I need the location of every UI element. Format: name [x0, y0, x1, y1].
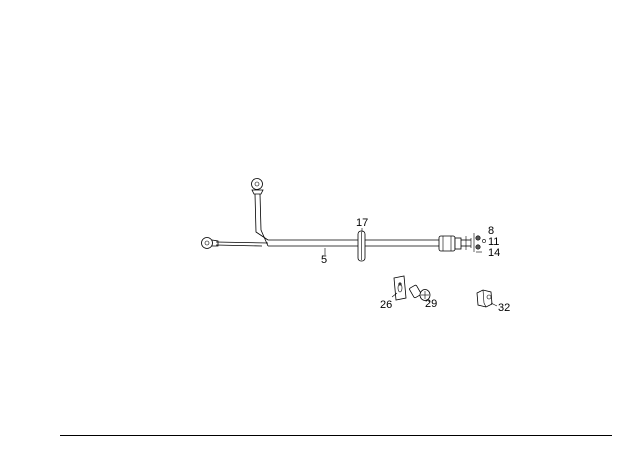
- clip-32: [476, 289, 493, 308]
- small-parts-8-11-14: [473, 233, 486, 253]
- callout-29: 29: [425, 298, 437, 310]
- leader-lines: [324, 228, 498, 307]
- main-cable-harness: [215, 193, 440, 247]
- callout-26: 26: [380, 299, 392, 311]
- plug-connector: [438, 235, 472, 252]
- callout-14: 14: [488, 247, 500, 259]
- callout-32: 32: [498, 302, 510, 314]
- callout-17: 17: [356, 217, 368, 229]
- grommet-29: [409, 284, 431, 301]
- callout-8: 8: [488, 225, 494, 237]
- cable-sleeve-17: [357, 230, 366, 262]
- bracket-plate-26: [393, 275, 407, 301]
- ring-terminal-left: [201, 237, 219, 249]
- ring-terminal-top: [251, 178, 264, 195]
- callout-11: 11: [488, 236, 499, 248]
- callout-5: 5: [321, 254, 327, 266]
